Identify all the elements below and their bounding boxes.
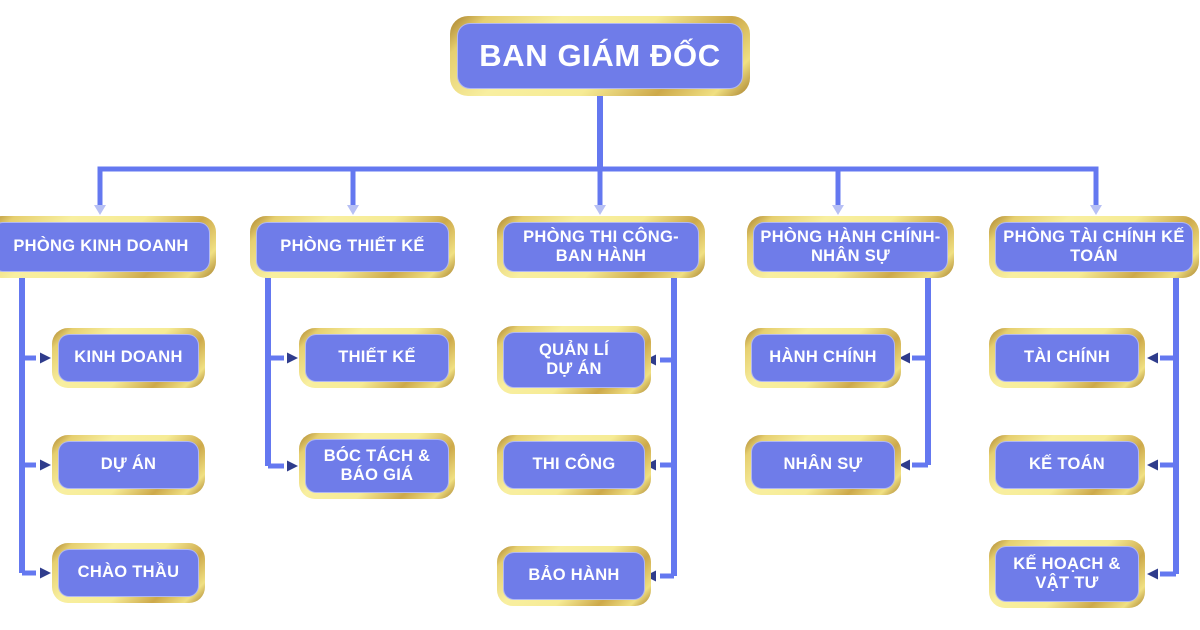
node-label: PHÒNG TÀI CHÍNH KẾ TOÁN [1003,227,1185,265]
org-node-ke-hoach-vat-tu: KẾ HOẠCH & VẬT TƯ [989,540,1145,608]
org-node-phong-thiet-ke: PHÒNG THIẾT KẾ [250,216,455,278]
org-node-ke-toan: KẾ TOÁN [989,435,1145,495]
node-label: HÀNH CHÍNH [769,348,877,367]
node-label: KẾ HOẠCH & VẬT TƯ [1013,554,1121,592]
branch-arrow-icons [40,352,1158,582]
org-node-chao-thau: CHÀO THẦU [52,543,205,603]
org-node-phong-kinh-doanh: PHÒNG KINH DOANH [0,216,216,278]
node-label: PHÒNG THI CÔNG- BAN HÀNH [523,227,679,265]
org-node-hanh-chinh: HÀNH CHÍNH [745,328,901,388]
org-node-phong-hanh-chinh-nhan-su: PHÒNG HÀNH CHÍNH- NHÂN SỰ [747,216,954,278]
org-node-boc-tach-bao-gia: BÓC TÁCH & BÁO GIÁ [299,433,455,499]
node-label: NHÂN SỰ [783,455,863,474]
node-label: BAN GIÁM ĐỐC [479,37,721,73]
org-node-bao-hanh: BẢO HÀNH [497,546,651,606]
org-node-phong-tai-chinh-ke-toan: PHÒNG TÀI CHÍNH KẾ TOÁN [989,216,1199,278]
node-label: PHÒNG KINH DOANH [13,237,189,256]
org-node-nhan-su: NHÂN SỰ [745,435,901,495]
node-label: CHÀO THẦU [77,563,180,582]
org-node-phong-thi-cong-ban-hanh: PHÒNG THI CÔNG- BAN HÀNH [497,216,705,278]
org-node-kinh-doanh: KINH DOANH [52,328,205,388]
node-label: TÀI CHÍNH [1023,348,1111,367]
node-label: QUẢN LÍ DỰ ÁN [539,340,609,378]
org-node-quan-li-du-an: QUẢN LÍ DỰ ÁN [497,326,651,394]
org-node-tai-chinh: TÀI CHÍNH [989,328,1145,388]
node-label: PHÒNG HÀNH CHÍNH- NHÂN SỰ [760,227,941,265]
down-arrow-icons [94,205,1102,215]
node-label: THIẾT KẾ [338,348,416,367]
node-label: THI CÔNG [532,455,616,474]
org-node-thiet-ke: THIẾT KẾ [299,328,455,388]
org-node-thi-cong: THI CÔNG [497,435,651,495]
org-node-du-an: DỰ ÁN [52,435,205,495]
org-node-ban-giam-doc: BAN GIÁM ĐỐC [450,16,750,96]
node-label: PHÒNG THIẾT KẾ [280,237,425,256]
node-label: DỰ ÁN [100,455,157,474]
node-label: BÓC TÁCH & BÁO GIÁ [323,446,431,484]
node-label: BẢO HÀNH [528,566,620,585]
node-label: KẾ TOÁN [1028,455,1106,474]
node-label: KINH DOANH [74,348,183,367]
